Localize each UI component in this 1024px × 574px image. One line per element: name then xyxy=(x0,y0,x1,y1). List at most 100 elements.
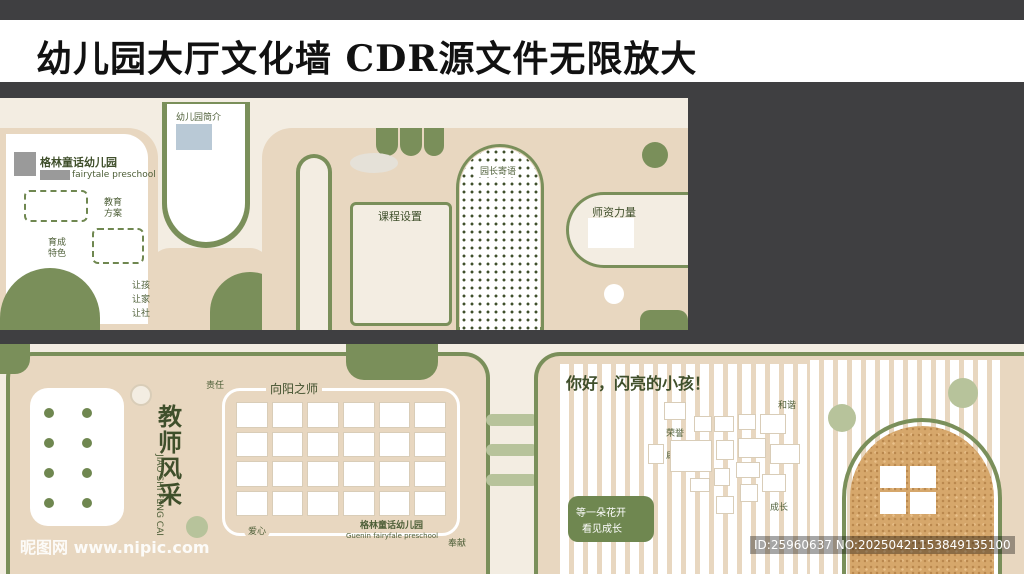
photo-slot xyxy=(664,402,686,420)
photo-slot xyxy=(307,402,339,428)
connector-bar xyxy=(486,414,538,426)
dot xyxy=(44,408,54,418)
photo-slot xyxy=(690,478,710,492)
tag-rongyao: 荣誉 xyxy=(666,429,685,439)
photo-slot xyxy=(762,474,786,492)
photo-slot xyxy=(271,490,304,516)
tag-love: 爱心 xyxy=(244,520,271,541)
decor-ring xyxy=(130,384,152,406)
photo-slot xyxy=(414,490,446,516)
arch-title: 园长寄语 xyxy=(478,164,519,177)
arch-dotted xyxy=(460,148,540,330)
photo-slot xyxy=(271,402,304,428)
cork-arch-frame xyxy=(842,418,1002,574)
dot xyxy=(82,438,92,448)
cork-photo xyxy=(880,492,906,514)
photo-slot xyxy=(342,461,375,487)
connector-bar xyxy=(486,444,538,456)
teacher-style-title: 教 师 风 采 xyxy=(158,403,182,509)
photo-slot xyxy=(342,490,375,516)
tag-responsibility: 责任 xyxy=(206,381,225,391)
cork-board xyxy=(850,426,994,574)
brand-mask xyxy=(40,170,70,180)
photo-slot xyxy=(307,490,339,516)
photo-slot xyxy=(271,431,304,457)
cork-photo xyxy=(910,492,936,514)
photo-slot xyxy=(760,414,786,434)
hello-title: 你好，闪亮的小孩！ xyxy=(566,374,711,393)
photo-slot xyxy=(648,444,664,464)
photo-grid xyxy=(236,402,446,516)
watermark-site: 昵图网 www.nipic.com xyxy=(20,538,210,557)
bubble-line-2: 看见成长 xyxy=(582,524,622,535)
teacher-strength-box xyxy=(566,192,688,268)
tag-growth: 成长 xyxy=(770,503,789,513)
tab-1 xyxy=(376,128,398,156)
photo-slot xyxy=(307,461,339,487)
course-title: 课程设置 xyxy=(378,210,422,223)
banner-title: 幼儿园大厅文化墙 CDR源文件无限放大 xyxy=(36,38,698,80)
photo-slot xyxy=(736,462,760,478)
photo-slot xyxy=(236,490,268,516)
photo-slot xyxy=(414,402,446,428)
photo-slot xyxy=(740,484,758,502)
dot xyxy=(44,438,54,448)
decor-circle-right xyxy=(948,378,978,408)
photo-slot xyxy=(236,431,268,457)
photo-slot xyxy=(236,402,268,428)
decor-circle-mid xyxy=(828,404,856,432)
dot xyxy=(44,468,54,478)
photo-slot xyxy=(378,490,411,516)
watermark-id: ID:25960637 NO:20250421153849135100 xyxy=(750,536,1015,554)
wall-design-bottom: 教 师 风 采 JIAO SHI FENG CAI 责任 向阳之师 爱心 格林童… xyxy=(0,344,1024,574)
photo-slot xyxy=(378,402,411,428)
photo-slot xyxy=(342,402,375,428)
decor-circle-small xyxy=(186,516,208,538)
tab-3 xyxy=(424,128,444,156)
bubble-line-1: 等一朵花开 xyxy=(576,508,626,519)
logo-placeholder xyxy=(14,152,36,176)
photo-slot xyxy=(414,431,446,457)
photo-slot xyxy=(694,416,712,432)
decor-circle xyxy=(642,142,668,168)
badge-feature: 育成 特色 xyxy=(48,238,67,259)
photo-slot xyxy=(378,431,411,457)
pillar-inner xyxy=(300,158,328,330)
bush-right xyxy=(640,310,688,330)
brand-name: 格林童话幼儿园 xyxy=(40,156,117,169)
wall-design-top: 格林童话幼儿园 fairytale preschool 教育 方案 育成 特色 … xyxy=(0,98,688,330)
photo-slot xyxy=(738,414,756,430)
tag-harmony: 和谐 xyxy=(778,401,797,411)
photo-slot xyxy=(307,431,339,457)
top-green-tabs xyxy=(346,344,438,380)
photo-slot xyxy=(738,438,766,458)
logo-name: 格林童话幼儿园 xyxy=(360,521,424,531)
photo-slot xyxy=(716,440,734,460)
speech-bubble xyxy=(568,496,654,542)
sunny-teacher-frame xyxy=(222,388,460,536)
school-photo xyxy=(176,124,212,150)
teacher-style-pinyin: JIAO SHI FENG CAI xyxy=(153,454,164,536)
connector-bar xyxy=(486,474,538,486)
photo-slot xyxy=(342,431,375,457)
logo-sub: Guenin fairyfale preschool xyxy=(346,532,439,540)
cork-photo xyxy=(880,466,906,488)
photo-slot xyxy=(670,440,712,472)
tag-dedication: 奉献 xyxy=(448,539,467,549)
dot xyxy=(82,498,92,508)
white-dot xyxy=(604,284,624,304)
photo-slot xyxy=(271,461,304,487)
dot xyxy=(82,468,92,478)
dot xyxy=(44,498,54,508)
photo-slot xyxy=(714,468,730,486)
intro-dashed-box-2 xyxy=(92,228,144,264)
intro-dashed-box-1 xyxy=(24,190,88,222)
photo-slot xyxy=(236,461,268,487)
photo-slot xyxy=(378,461,411,487)
title-banner xyxy=(0,20,1024,82)
photo-slot xyxy=(414,461,446,487)
badge-education: 教育 方案 xyxy=(104,198,123,219)
dot xyxy=(82,408,92,418)
teacher-photo xyxy=(588,218,634,248)
photo-slot xyxy=(716,496,734,514)
